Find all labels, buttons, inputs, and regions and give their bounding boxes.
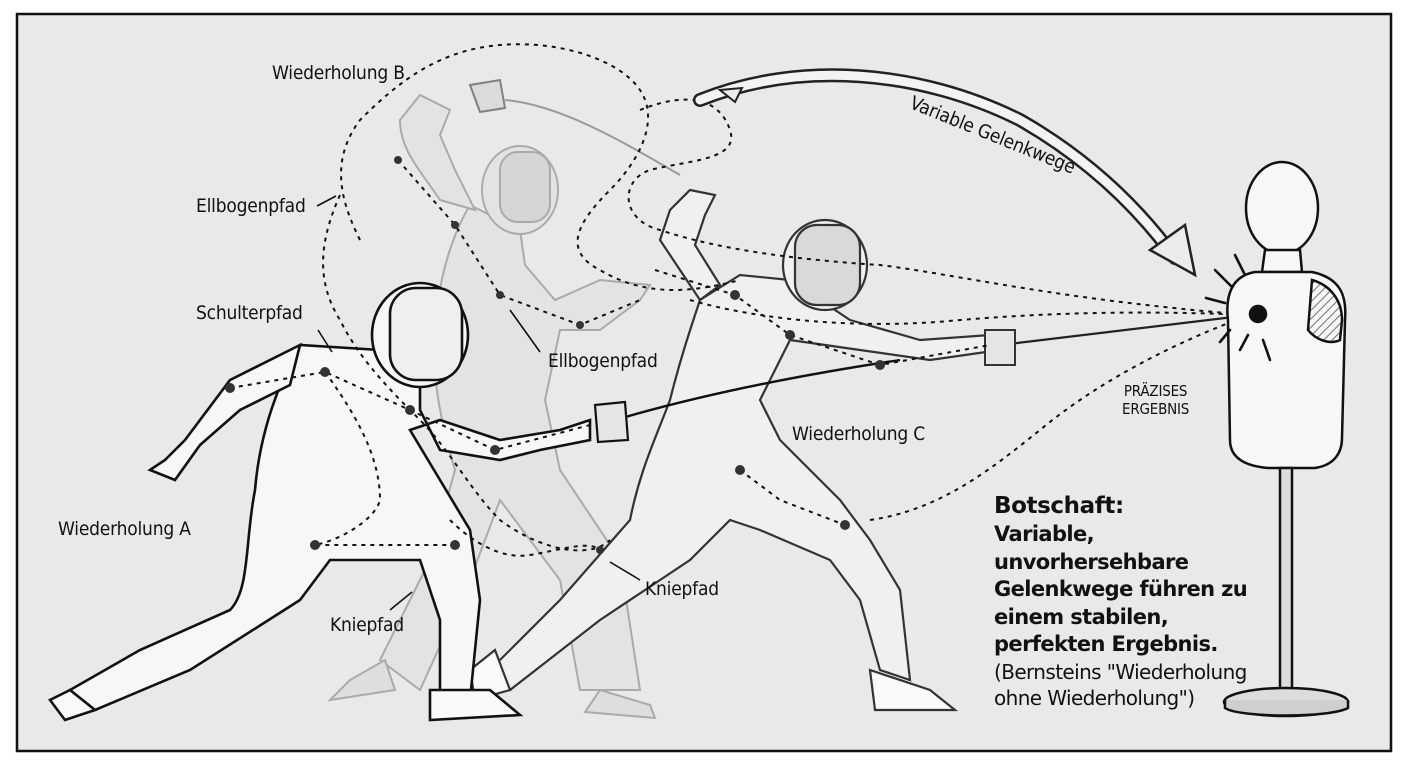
impact-lines (1204, 253, 1272, 362)
leader-lines (316, 195, 641, 611)
path-to-target-top (627, 98, 1251, 316)
fencer-c-sword (999, 313, 1251, 347)
joint-dots (225, 156, 885, 554)
path-to-target-mid (689, 299, 1251, 325)
label-precise-line1: PRÄZISES (1123, 382, 1188, 400)
label-knee-path-1: Kniepfad (330, 614, 404, 636)
fencer-a-sword (614, 358, 901, 422)
target-hit-point (1248, 304, 1268, 324)
fencer-a (48, 281, 592, 722)
path-spine-a (314, 371, 455, 546)
label-rep-c: Wiederholung C (792, 423, 925, 445)
path-rep-b-outline (340, 43, 741, 291)
path-arm-c (654, 269, 991, 367)
target-mannequin (1222, 160, 1350, 718)
label-knee-path-2: Kniepfad (645, 578, 719, 600)
label-precise-line2: ERGEBNIS (1122, 400, 1190, 418)
arrow-head (1147, 222, 1197, 278)
label-precise-result: PRÄZISES ERGEBNIS (1122, 382, 1189, 418)
message-line-4: perfekten Ergebnis. (994, 632, 1218, 656)
message-quote-2: ohne Wiederholung") (994, 685, 1195, 710)
message-box: Botschaft: Variable, unvorhersehbare Gel… (994, 493, 1294, 711)
joint-paths (229, 43, 1251, 557)
message-title: Botschaft: (994, 493, 1124, 519)
path-knee-b (449, 519, 601, 557)
label-rep-b: Wiederholung B (272, 62, 405, 84)
fencer-c (468, 188, 1002, 712)
message-line-2: Gelenkwege führen zu (994, 577, 1248, 601)
message-line-3: einem stabilen, (994, 604, 1169, 629)
path-to-target-low (869, 314, 1251, 521)
path-elbow-loop (322, 194, 611, 552)
label-rep-a: Wiederholung A (58, 518, 191, 540)
fencer-b-sword (504, 99, 681, 176)
label-elbow-path-2: Ellbogenpfad (548, 350, 658, 372)
label-shoulder-path: Schulterpfad (196, 302, 303, 324)
path-arm-b (397, 159, 641, 327)
label-elbow-path-1: Ellbogenpfad (196, 195, 306, 217)
message-quote-1: (Bernsteins "Wiederholung (994, 659, 1247, 684)
message-line-1: Variable, unvorhersehbare (994, 522, 1189, 574)
